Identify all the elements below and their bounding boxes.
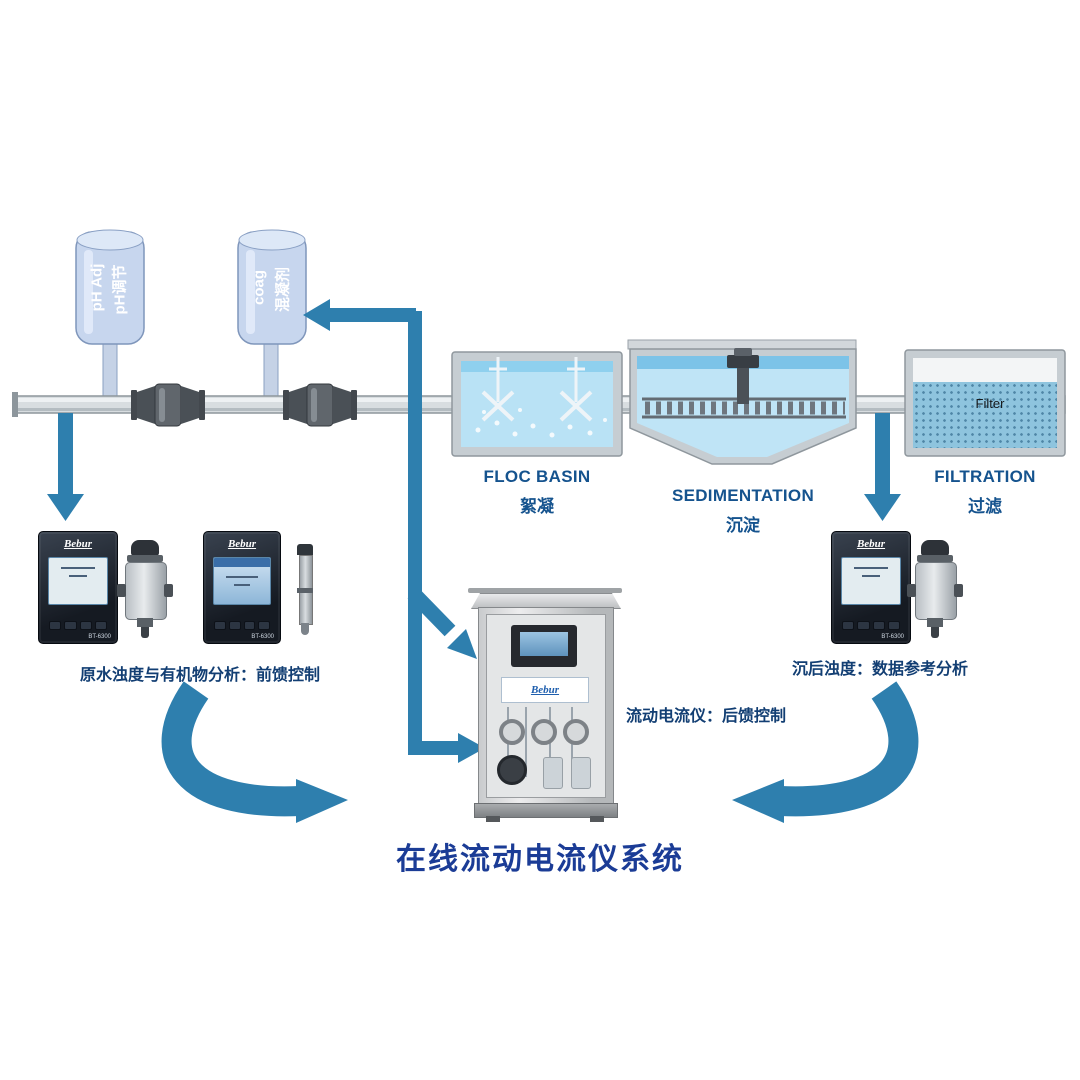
sensor-bottom <box>927 618 943 627</box>
sensor-port-right <box>164 584 173 597</box>
bebur-logo: Bebur <box>530 684 560 696</box>
bebur-logo: Bebur <box>63 538 93 550</box>
tubing <box>525 707 527 777</box>
raw-water-caption: 原水浊度与有机物分析：前馈控制 <box>79 667 320 684</box>
filter-media-texture <box>913 382 1057 448</box>
ph-tank-label-en: pH Adj <box>88 263 106 312</box>
filter-tank-label: Filter <box>975 396 1005 411</box>
filtration-label-zh: 过滤 <box>968 497 1002 516</box>
analyzer-screen <box>48 557 108 605</box>
coagulant-dosing-tank <box>237 229 307 345</box>
controller-screen <box>520 632 568 656</box>
sedimentation-basin <box>627 339 857 465</box>
sensor-body <box>125 562 167 620</box>
sedimentation-label: SEDIMENTATION 沉淀 <box>630 486 856 536</box>
floc-basin <box>451 351 623 457</box>
probe-cap <box>297 544 313 555</box>
model-label: BT-6300 <box>881 634 904 640</box>
sensor-cap <box>921 540 949 556</box>
dip-probe <box>297 544 313 636</box>
sensor-body <box>915 562 957 620</box>
cycle-arrow-left <box>161 681 348 823</box>
sedimentation-label-en: SEDIMENTATION <box>671 486 815 505</box>
pump-head <box>563 719 589 745</box>
settled-water-caption: 沉后浊度：数据参考分析 <box>791 661 968 678</box>
analyzer-touchscreen <box>213 557 271 605</box>
floc-basin-label-zh: 絮凝 <box>520 497 554 516</box>
sensor-collar <box>127 555 163 562</box>
pump-head <box>531 719 557 745</box>
cabinet-base <box>474 803 618 818</box>
cabinet-body: Bebur <box>478 607 614 805</box>
analyzer-screen <box>841 557 901 605</box>
reagent-bottle <box>543 757 563 789</box>
sedimentation-label-zh: 沉淀 <box>726 516 760 535</box>
bebur-logo: Bebur <box>856 538 886 550</box>
controller-module <box>511 625 577 667</box>
cabinet-ridge <box>468 588 622 593</box>
dosing-pump-fitting-2 <box>283 383 357 427</box>
analyzer-keys <box>214 621 270 630</box>
filtration-label-en: FILTRATION <box>934 467 1036 486</box>
bebur-module: Bebur <box>501 677 589 703</box>
cabinet-door: Bebur <box>486 614 606 798</box>
bubbles <box>475 408 607 438</box>
sensor-port-left <box>117 584 126 597</box>
sensor-collar <box>917 555 953 562</box>
coag-tank-label-zh: 混凝剂 <box>274 267 292 313</box>
reagent-bottle <box>571 757 591 789</box>
floc-basin-label: FLOC BASIN 絮凝 <box>452 467 622 517</box>
sensor-cap <box>131 540 159 556</box>
analyzer-keys <box>49 621 107 630</box>
motor <box>497 755 527 785</box>
raw-turbidity-analyzer-panel: Bebur BT-6300 <box>38 531 118 644</box>
cabinet-foot <box>590 816 604 822</box>
sensor-bottom <box>137 618 153 627</box>
mixer-icon <box>481 357 593 422</box>
cabinet-foot <box>486 816 500 822</box>
coag-tank-label-en: coag <box>250 270 268 306</box>
sensor-port-right <box>954 584 963 597</box>
settled-turbidity-sensor <box>907 540 963 640</box>
sensor-tip <box>141 627 149 638</box>
filtration-label: FILTRATION 过滤 <box>905 467 1065 517</box>
sample-arrow-settled-water <box>864 413 901 521</box>
ph-dosing-tank <box>75 229 145 345</box>
sensor-port-left <box>907 584 916 597</box>
bebur-logo: Bebur <box>227 538 257 550</box>
pump-head <box>499 719 525 745</box>
dosing-pump-fitting-1 <box>131 383 205 427</box>
model-label: BT-6300 <box>88 634 111 640</box>
analyzer-keys <box>842 621 900 630</box>
streaming-current-analyzer-cabinet: Bebur <box>468 588 622 824</box>
model-label: BT-6300 <box>251 634 274 640</box>
organics-analyzer-panel: Bebur BT-6300 <box>203 531 281 644</box>
ph-tank-label-zh: pH调节 <box>111 264 129 315</box>
page-title: 在线流动电流仪系统 <box>396 843 684 876</box>
scraper-drive-icon <box>727 348 759 404</box>
sensor-tip <box>931 627 939 638</box>
raw-turbidity-sensor <box>117 540 173 640</box>
cycle-arrow-right <box>732 681 919 823</box>
sample-arrow-raw-water <box>47 413 84 521</box>
probe-ring <box>297 588 313 593</box>
feedback-control-line <box>303 299 485 763</box>
streaming-current-caption: 流动电流仪：后馈控制 <box>625 708 786 725</box>
floc-basin-label-en: FLOC BASIN <box>483 467 591 486</box>
settled-turbidity-analyzer-panel: Bebur BT-6300 <box>831 531 911 644</box>
probe-tip <box>301 623 309 635</box>
